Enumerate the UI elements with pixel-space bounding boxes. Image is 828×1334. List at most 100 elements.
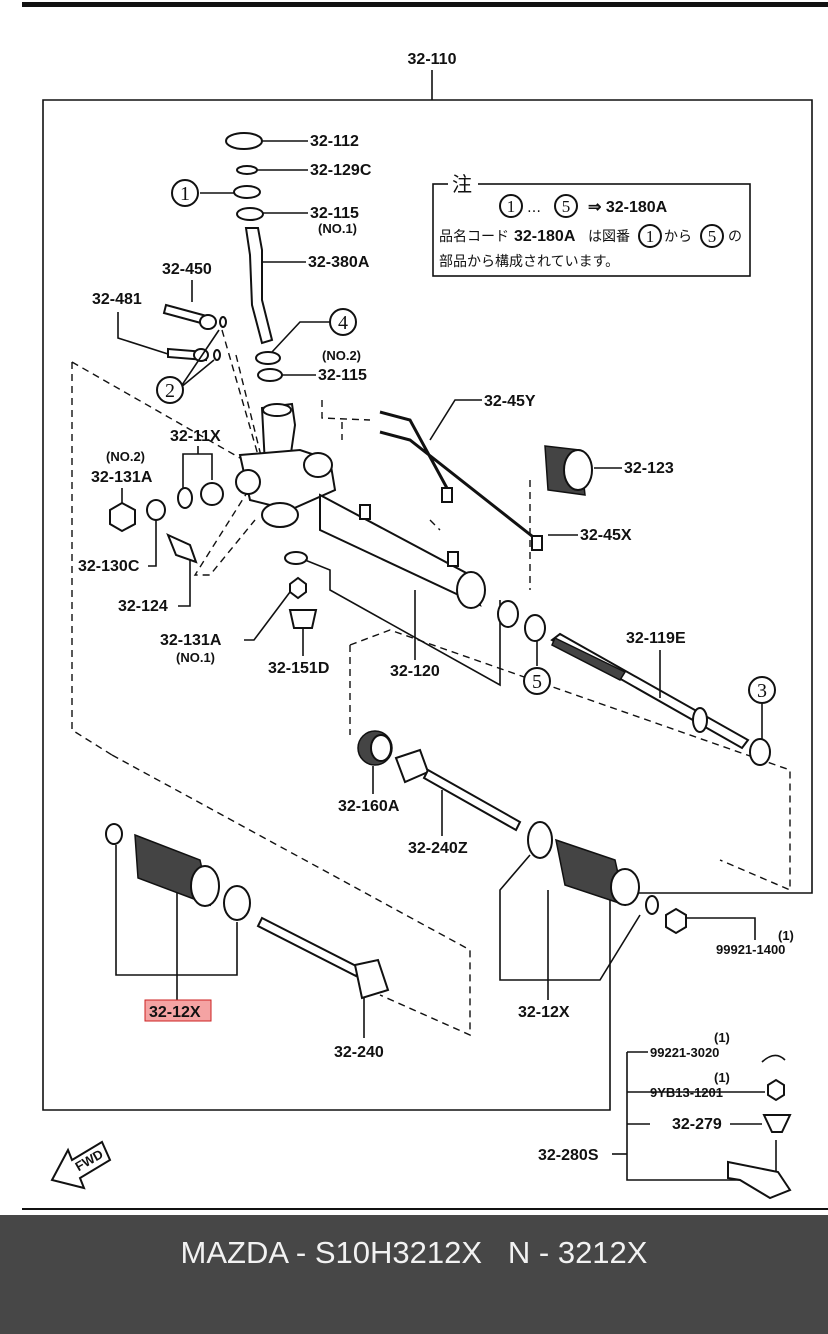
label-32-115-no2[interactable]: 32-115 (318, 367, 367, 384)
label-32-380a[interactable]: 32-380A (308, 254, 370, 271)
part-32-124[interactable] (166, 533, 198, 564)
part-32-160a-face (370, 734, 392, 762)
part-32-11x-spring (177, 487, 193, 509)
qty-99921: (1) (778, 928, 794, 943)
circled-3-marker (748, 676, 776, 704)
pipe-dash (321, 400, 531, 590)
label-32-131a-no1[interactable]: 32-131A (160, 632, 222, 649)
rack-tube-end (456, 571, 486, 609)
label-32-279[interactable]: 32-279 (672, 1116, 722, 1133)
part-32-380a-shaft[interactable] (244, 227, 274, 345)
label-32-45x[interactable]: 32-45X (580, 527, 632, 544)
note-circled-1b (638, 224, 662, 248)
leader-32-11x (182, 446, 213, 490)
leader-32-12x-left (115, 845, 238, 1000)
circled-5-number: 5 (532, 671, 542, 693)
sublabel-32-131a-no1: (NO.1) (176, 650, 215, 665)
part-32-131a-no1[interactable] (289, 576, 307, 600)
part-tie-rod-end[interactable] (727, 1160, 792, 1200)
note-line2-b: 32-180A (514, 228, 576, 245)
housing-mount (261, 502, 299, 528)
parts-diagram: 32-110 32-112 32-129C 1 32-115 (NO.1) 32… (22, 2, 828, 1210)
part-32-115-no1[interactable] (236, 207, 264, 221)
label-9yb13-1201[interactable]: 9YB13-1201 (650, 1085, 723, 1100)
circled-5-marker (523, 667, 551, 695)
label-32-240z[interactable]: 32-240Z (408, 840, 468, 857)
label-32-12x-left[interactable]: 32-12X (149, 1004, 201, 1021)
note-line2-a: 品名コード (439, 229, 509, 245)
part-32-129c[interactable] (236, 165, 258, 175)
footer-bar: MAZDA - S10H3212X N - 3212X (0, 1215, 828, 1334)
part-99221-3020-pin[interactable] (761, 1054, 786, 1063)
part-32-450-washer (219, 316, 227, 328)
leader-32-130c (148, 520, 157, 567)
part-32-115-no2[interactable] (257, 368, 283, 382)
rack-dash-left (71, 361, 241, 756)
circled-1-marker (171, 179, 199, 207)
part-9yb13-1201-nut[interactable] (767, 1078, 785, 1102)
part-32-151d[interactable] (288, 609, 318, 629)
label-32-119e[interactable]: 32-119E (626, 630, 686, 647)
label-32-115-no1[interactable]: 32-115 (310, 205, 359, 222)
part-circled-5[interactable] (524, 614, 546, 642)
label-32-120[interactable]: 32-120 (390, 663, 440, 680)
pipes[interactable] (379, 410, 538, 542)
label-32-131a-no2[interactable]: 32-131A (91, 469, 153, 486)
note-ellipsis: … (527, 200, 541, 216)
label-32-481[interactable]: 32-481 (92, 291, 142, 308)
note-line2-d: から (664, 229, 692, 245)
part-99921-1400[interactable] (665, 907, 687, 935)
circled-2-marker (156, 376, 184, 404)
label-32-130c[interactable]: 32-130C (78, 558, 140, 575)
leader-32-124 (178, 560, 191, 607)
label-99921-1400[interactable]: 99921-1400 (716, 942, 785, 957)
part-circled-4[interactable] (255, 351, 281, 365)
rack-fitting-a (359, 504, 371, 520)
label-32-450[interactable]: 32-450 (162, 261, 212, 278)
part-32-240z-ball[interactable] (394, 748, 430, 784)
leader-32-45y (429, 399, 482, 441)
note-circled-5 (554, 194, 578, 218)
note-circled-5b (700, 224, 724, 248)
pipe-x-nut (531, 535, 543, 551)
assembly-label[interactable]: 32-110 (408, 51, 457, 68)
leader-32-131a-no1 (244, 591, 291, 641)
part-32-279-boot[interactable] (762, 1114, 792, 1133)
part-32-123-face (563, 449, 593, 491)
label-32-160a[interactable]: 32-160A (338, 798, 400, 815)
label-32-123[interactable]: 32-123 (624, 460, 674, 477)
part-32-131a-no2[interactable] (109, 501, 136, 533)
label-32-112[interactable]: 32-112 (310, 133, 359, 150)
leader-32-280s-bracket (626, 1051, 765, 1181)
part-32-130c[interactable] (146, 499, 166, 521)
top-rule (22, 2, 828, 7)
boot-dash-right (349, 629, 791, 892)
valve-top (262, 403, 292, 417)
boot-dash-left (111, 754, 471, 1037)
footer-part-number: MAZDA - S10H3212X N - 3212X (180, 1235, 648, 1270)
rack-tube-32-120[interactable] (319, 493, 482, 607)
right-boot-end (610, 868, 640, 906)
label-32-280s[interactable]: 32-280S (538, 1147, 599, 1164)
part-circled-1[interactable] (233, 185, 261, 199)
sublabel-32-131a-no2: (NO.2) (106, 449, 145, 464)
label-32-129c[interactable]: 32-129C (310, 162, 372, 179)
note-arrow-target: ⇒ 32-180A (588, 199, 668, 216)
label-99221-3020[interactable]: 99221-3020 (650, 1045, 719, 1060)
label-32-240[interactable]: 32-240 (334, 1044, 384, 1061)
label-32-124[interactable]: 32-124 (118, 598, 168, 615)
label-32-45y[interactable]: 32-45Y (484, 393, 536, 410)
valve-dash (193, 329, 263, 576)
part-32-11x-yoke (235, 469, 261, 495)
note-line2-e: の (728, 229, 742, 245)
part-32-112[interactable] (225, 132, 263, 150)
part-circled-3[interactable] (749, 738, 771, 766)
part-32-240-rod[interactable] (256, 916, 362, 978)
leader-32-481 (117, 312, 169, 355)
label-32-151d[interactable]: 32-151D (268, 660, 329, 677)
note-line2-c: は図番 (588, 229, 630, 245)
label-32-12x-right[interactable]: 32-12X (518, 1004, 570, 1021)
note-circled-1 (499, 194, 523, 218)
label-32-11x[interactable]: 32-11X (170, 428, 221, 445)
circled-3-number: 3 (757, 680, 767, 702)
